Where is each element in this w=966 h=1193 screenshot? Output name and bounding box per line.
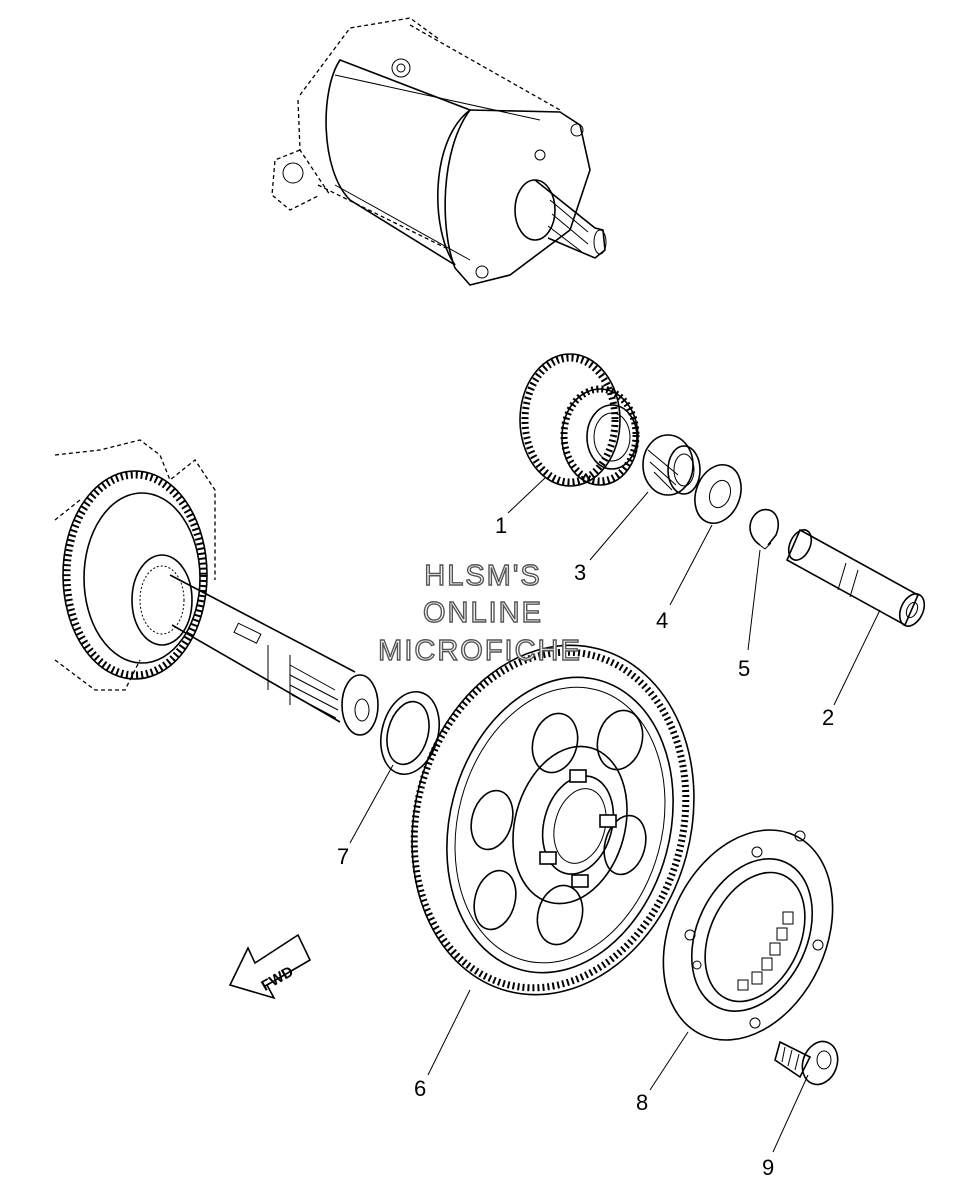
callout-4: 4 — [656, 608, 668, 633]
callout-1: 1 — [495, 513, 507, 538]
starter-motor — [271, 17, 607, 286]
watermark-line-3: MICROFICHE — [378, 635, 582, 667]
callout-5: 5 — [738, 656, 750, 681]
callout-3: 3 — [574, 560, 586, 585]
part-1-idle-gear — [519, 353, 640, 487]
watermark: HLSM'S ONLINE MICROFICHE — [377, 559, 582, 667]
callout-7: 7 — [337, 844, 349, 869]
part-2-shaft — [785, 528, 926, 627]
part-4-washer — [694, 464, 742, 524]
fwd-arrow: FWD — [228, 933, 312, 1000]
part-5-circlip — [749, 508, 779, 550]
watermark-line-1: HLSM'S — [424, 560, 541, 592]
part-6-wheel-gear — [410, 644, 695, 996]
crankshaft-assembly — [54, 439, 379, 736]
callout-8: 8 — [636, 1090, 648, 1115]
leader-lines — [349, 477, 881, 1153]
part-3-bearing — [642, 434, 701, 496]
part-9-bolt — [774, 1040, 839, 1086]
callout-9: 9 — [762, 1155, 774, 1180]
callout-2: 2 — [822, 705, 834, 730]
watermark-line-2: ONLINE — [423, 597, 543, 629]
part-7-washer — [380, 690, 440, 776]
callout-6: 6 — [414, 1076, 426, 1101]
fwd-label: FWD — [258, 963, 296, 995]
part-8-starter-clutch — [662, 829, 834, 1041]
